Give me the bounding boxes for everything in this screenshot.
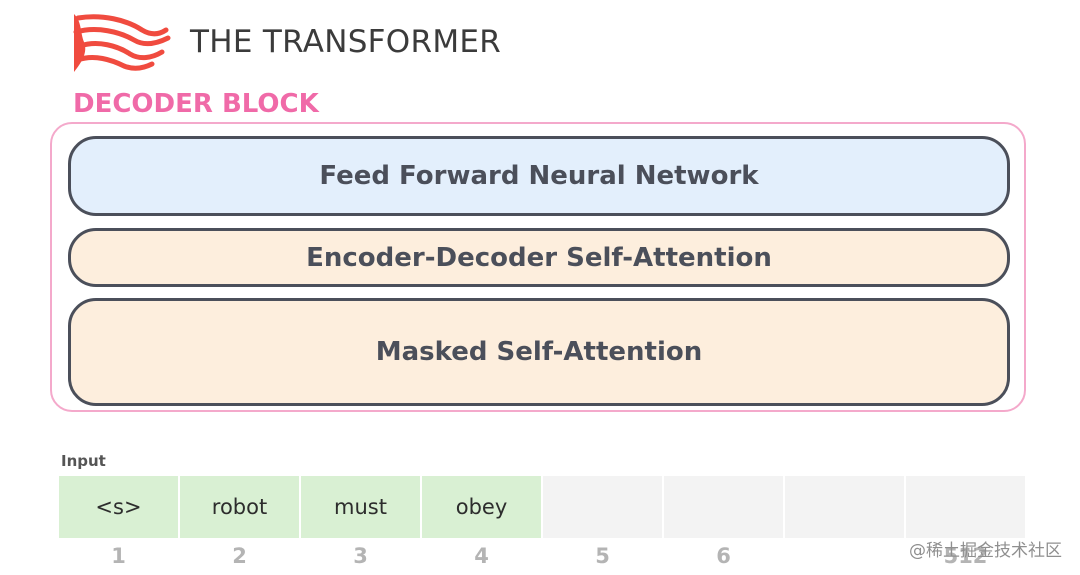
encoder-decoder-attention-layer: Encoder-Decoder Self-Attention	[68, 228, 1010, 287]
masked-self-attention-layer: Masked Self-Attention	[68, 298, 1010, 406]
masked-self-attention-label: Masked Self-Attention	[375, 337, 703, 367]
input-token: robot	[180, 476, 299, 538]
empty-token-slot	[543, 476, 662, 538]
position-index: 4	[474, 544, 489, 568]
position-index: 512	[943, 544, 988, 568]
position-index: 1	[111, 544, 126, 568]
decoder-block	[50, 122, 1026, 412]
empty-token-slot	[664, 476, 783, 538]
flame-logo-icon	[73, 14, 171, 72]
position-index: 5	[595, 544, 610, 568]
decoder-block-label: DECODER BLOCK	[73, 89, 319, 119]
position-index: 3	[353, 544, 368, 568]
position-index: 6	[716, 544, 731, 568]
input-token: <s>	[59, 476, 178, 538]
empty-token-slot	[785, 476, 904, 538]
input-token: obey	[422, 476, 541, 538]
input-token: must	[301, 476, 420, 538]
feed-forward-layer: Feed Forward Neural Network	[68, 136, 1010, 216]
feed-forward-layer-label: Feed Forward Neural Network	[319, 161, 759, 191]
input-label: Input	[61, 452, 106, 470]
position-index	[785, 544, 904, 568]
input-token-row: <s> robot must obey	[59, 476, 1027, 538]
position-index: 2	[232, 544, 247, 568]
watermark: @稀土掘金技术社区	[909, 541, 1062, 561]
position-index-row: 1 2 3 4 5 6 512	[59, 544, 1027, 568]
encoder-decoder-attention-label: Encoder-Decoder Self-Attention	[306, 242, 772, 273]
page-title: THE TRANSFORMER	[190, 24, 502, 60]
empty-token-slot	[906, 476, 1025, 538]
